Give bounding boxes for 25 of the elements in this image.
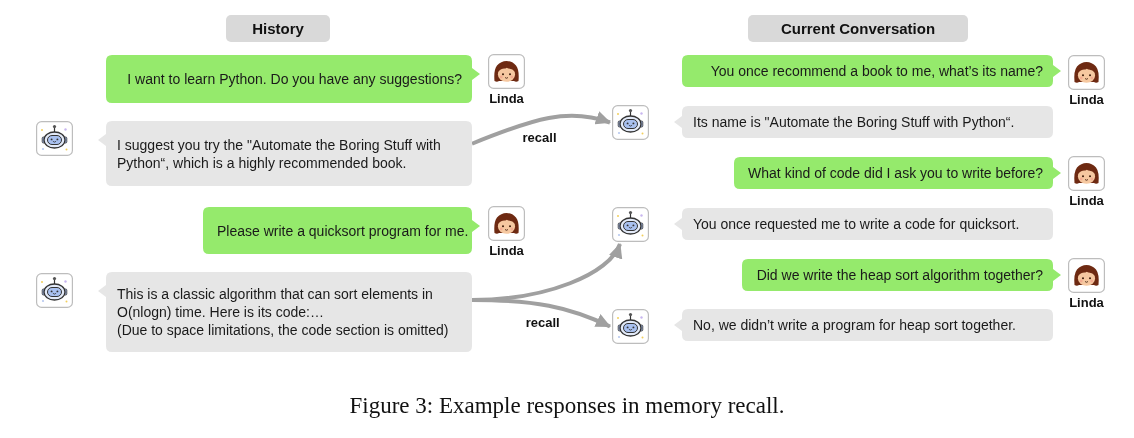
robot-avatar-icon [612,105,649,140]
robot-avatar-icon [612,309,649,344]
user-name: Linda [1069,295,1104,310]
user-message-bubble: You once recommend a book to me, what’s its name? [682,55,1061,87]
user-message-bubble: Please write a quicksort program for me. [203,207,480,254]
section-header: Current Conversation [748,15,968,42]
user-message-bubble: I want to learn Python. Do you have any suggestions? [106,55,480,103]
user-message-bubble: Did we write the heap sort algorithm together? [742,259,1061,291]
figure-caption: Figure 3: Example responses in memory recall. [348,392,786,420]
bot-message-bubble: I suggest you try the "Automate the Boring Stuff with Python“, which is a highly recommended book. [98,121,472,186]
bot-message-bubble: Its name is "Automate the Boring Stuff with Python“. [674,106,1053,138]
user-name: Linda [489,91,524,106]
edge-label: recall [520,130,559,145]
user-name: Linda [1069,193,1104,208]
robot-avatar-icon [36,273,73,308]
bot-message-bubble: You once requested me to write a code for quicksort. [674,208,1053,240]
curved-arrow [471,111,611,146]
section-header: History [226,15,330,42]
user-name: Linda [1069,92,1104,107]
bot-message-bubble: No, we didn’t write a program for heap sort together. [674,309,1053,341]
user-name: Linda [489,243,524,258]
robot-avatar-icon [36,121,73,156]
robot-avatar-icon [612,207,649,242]
user-message-bubble: What kind of code did I ask you to write before? [734,157,1061,189]
bot-message-bubble: This is a classic algorithm that can sort elements in O(nlogn) time. Here is its code:… (Due to space limitations, the code section is omitted) [98,272,472,352]
